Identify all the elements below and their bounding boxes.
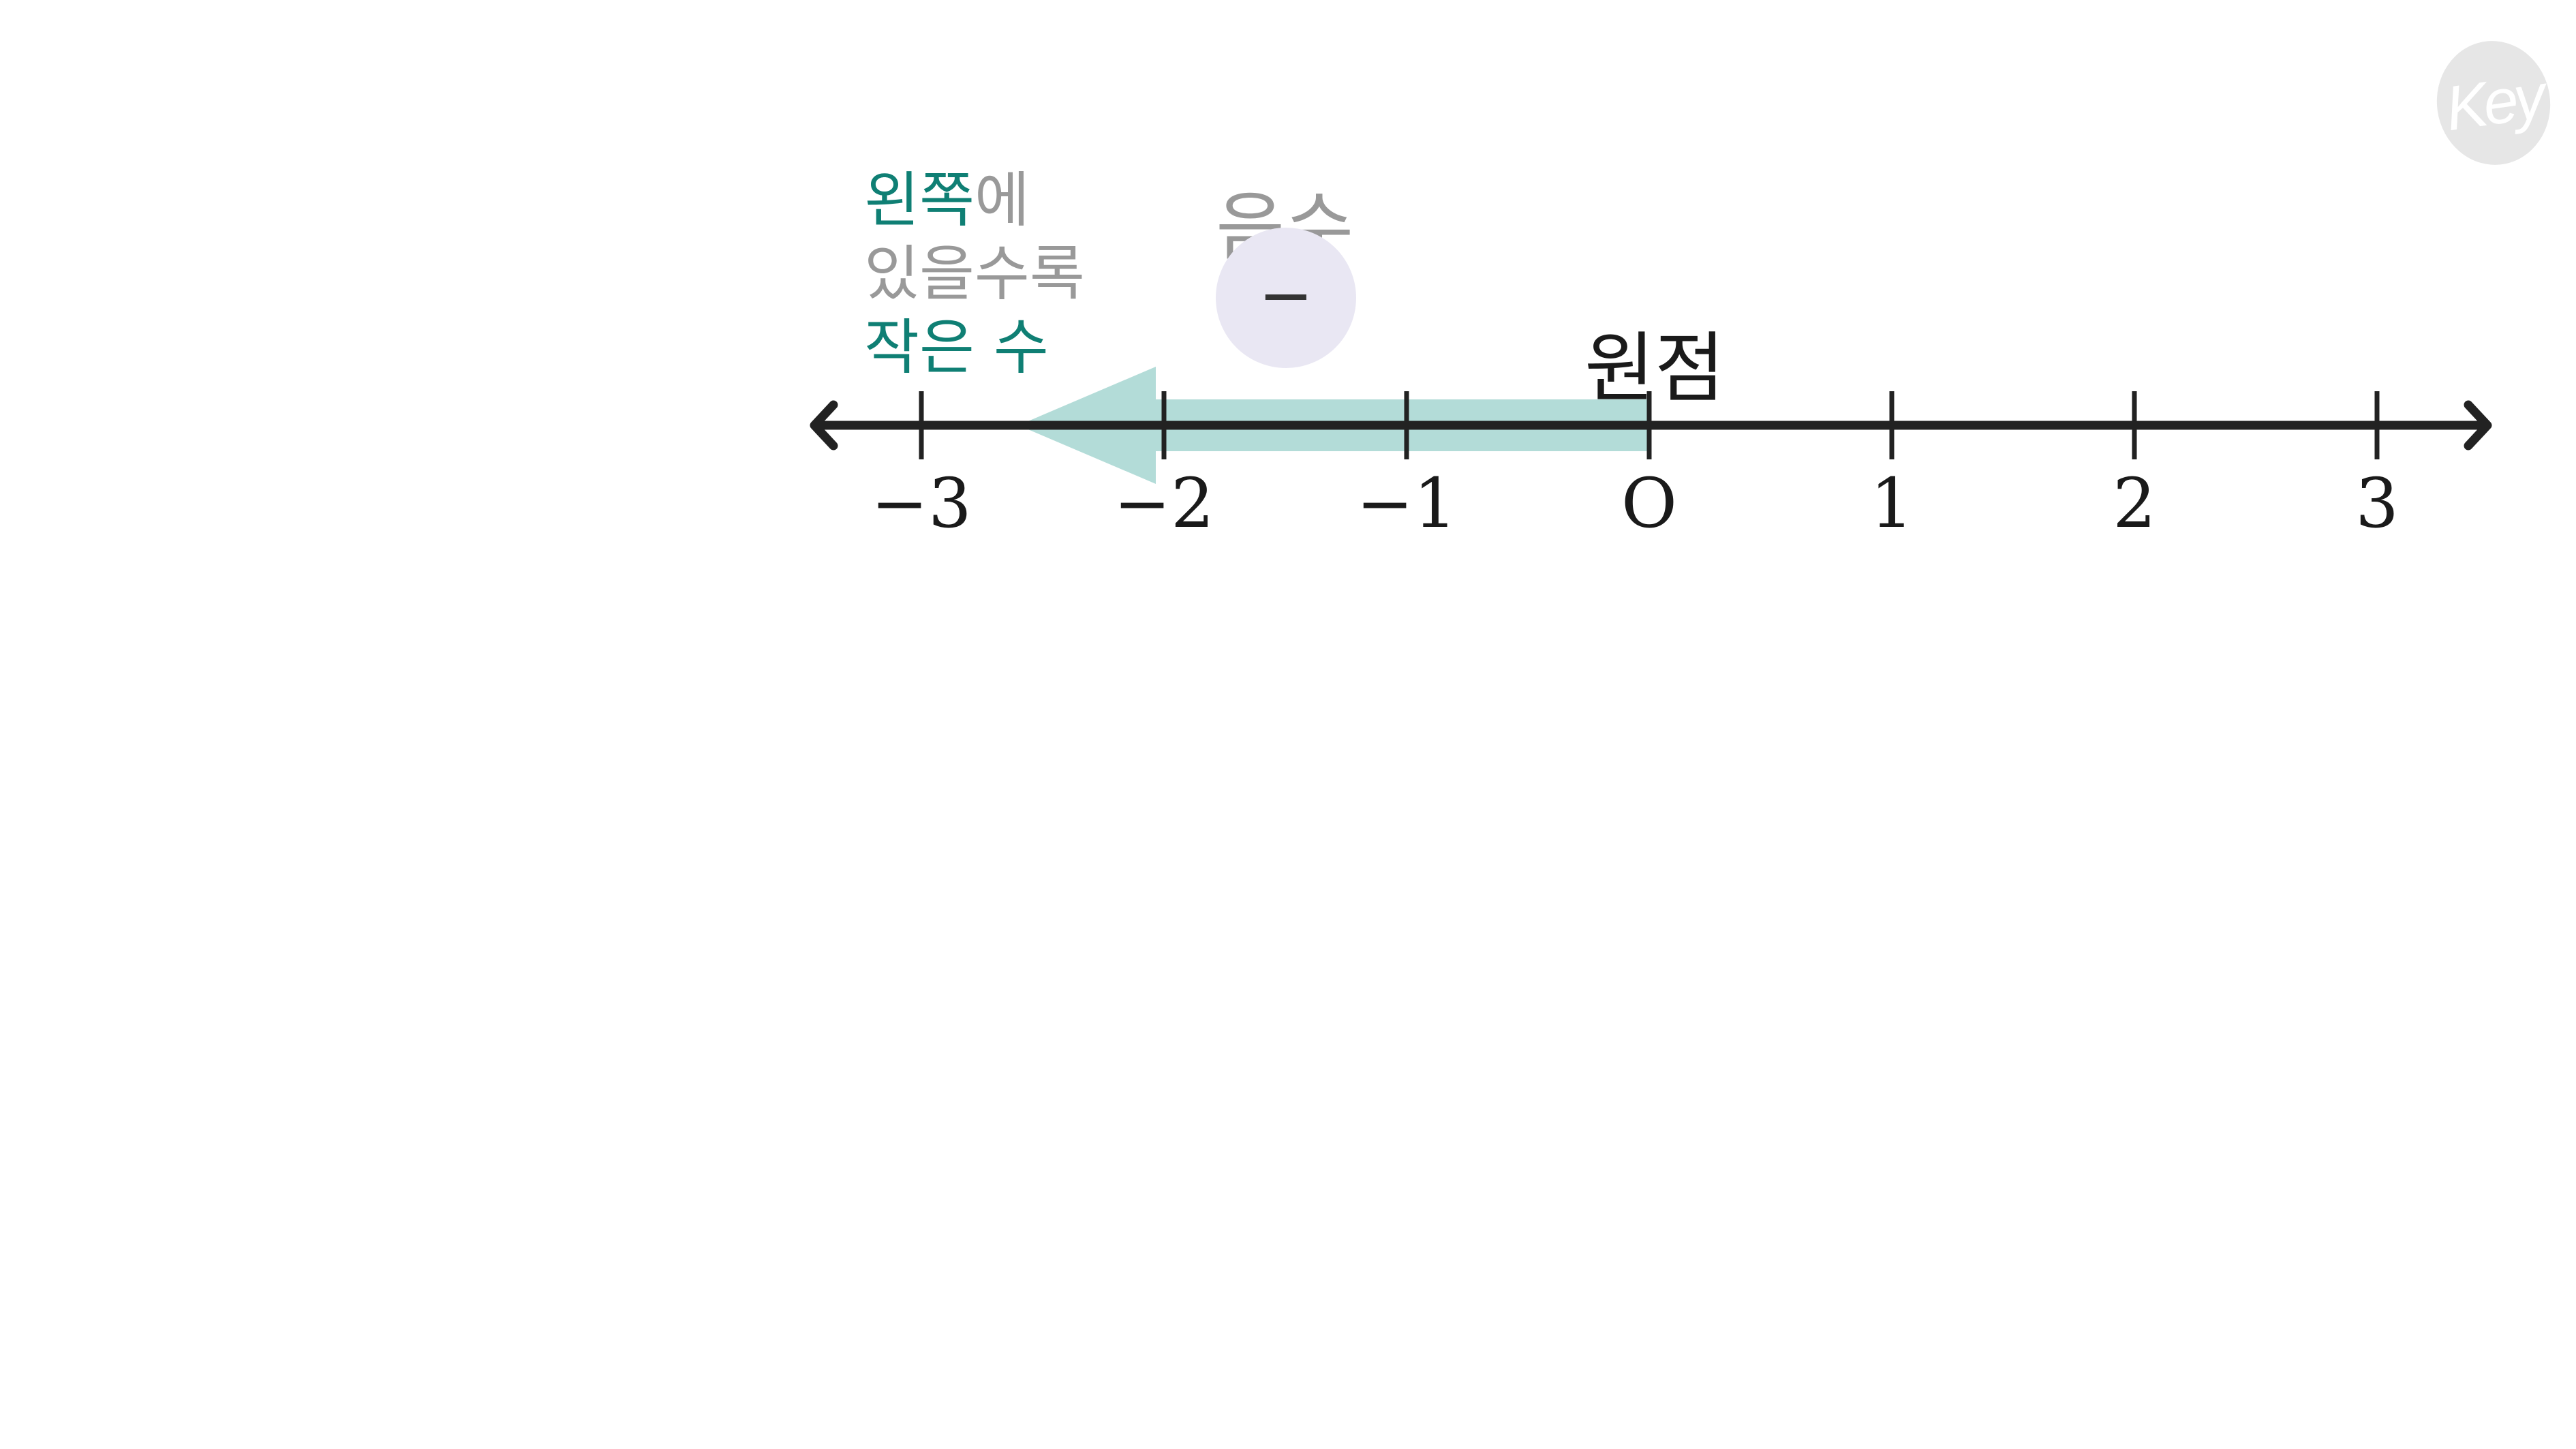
tick-label: 1 bbox=[1870, 463, 1914, 543]
tick-label: O bbox=[1621, 463, 1677, 543]
tick-label: 2 bbox=[2113, 463, 2156, 543]
hint-line-3: 작은 수 bbox=[864, 312, 1049, 382]
tick-label: 3 bbox=[2355, 463, 2399, 543]
origin-label: 원점 bbox=[1584, 324, 1726, 413]
key-logo-text: Key bbox=[2441, 61, 2546, 144]
axis-arrowhead-right bbox=[2464, 400, 2492, 451]
tick-label: −1 bbox=[1356, 463, 1457, 543]
hint-line-2: 있을수록 bbox=[864, 239, 1085, 309]
tick-label: −3 bbox=[871, 463, 972, 543]
axis-arrowhead-left bbox=[810, 400, 838, 451]
left-smaller-hint: 왼쪽에 있을수록 작은 수 bbox=[864, 164, 1085, 384]
negative-sign-badge: − bbox=[1216, 228, 1356, 368]
negative-sign: − bbox=[1258, 257, 1314, 333]
tick-label: −2 bbox=[1114, 463, 1214, 543]
hint-left-word: 왼쪽 bbox=[864, 165, 975, 235]
hint-left-suffix: 에 bbox=[974, 165, 1030, 235]
hint-line-1: 왼쪽에 bbox=[864, 164, 1085, 237]
